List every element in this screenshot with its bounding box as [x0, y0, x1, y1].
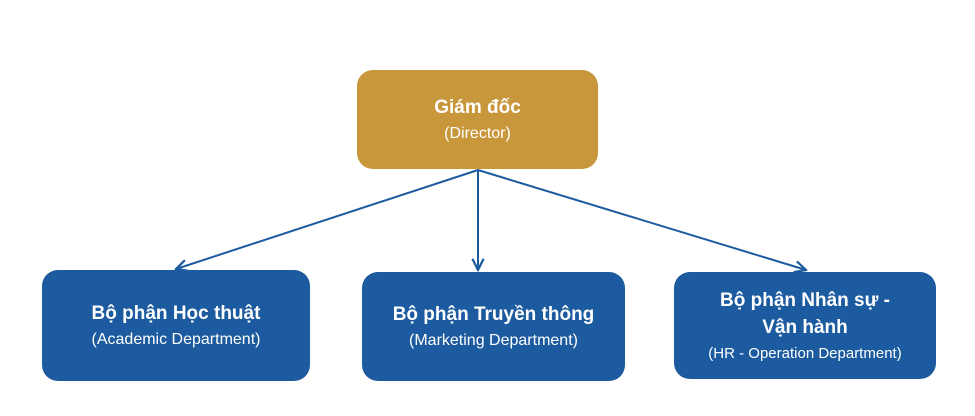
director-node: Giám đốc (Director) [357, 70, 598, 169]
academic-subtitle: (Academic Department) [91, 330, 261, 348]
hr-title-line2: Vận hành [762, 316, 848, 338]
marketing-subtitle: (Marketing Department) [409, 331, 578, 349]
edge-director-hr [477, 169, 806, 270]
edge-director-academic [176, 169, 479, 269]
hr-title-line1: Bộ phận Nhân sự - [720, 289, 890, 311]
academic-department-node: Bộ phận Học thuật (Academic Department) [42, 270, 310, 381]
hr-operation-department-node: Bộ phận Nhân sự - Vận hành (HR - Operati… [674, 272, 936, 379]
hr-subtitle: (HR - Operation Department) [708, 344, 902, 362]
director-title: Giám đốc [434, 96, 521, 118]
academic-title: Bộ phận Học thuật [91, 302, 261, 324]
marketing-department-node: Bộ phận Truyền thông (Marketing Departme… [362, 272, 625, 381]
marketing-title: Bộ phận Truyền thông [392, 303, 595, 325]
director-subtitle: (Director) [444, 124, 511, 142]
